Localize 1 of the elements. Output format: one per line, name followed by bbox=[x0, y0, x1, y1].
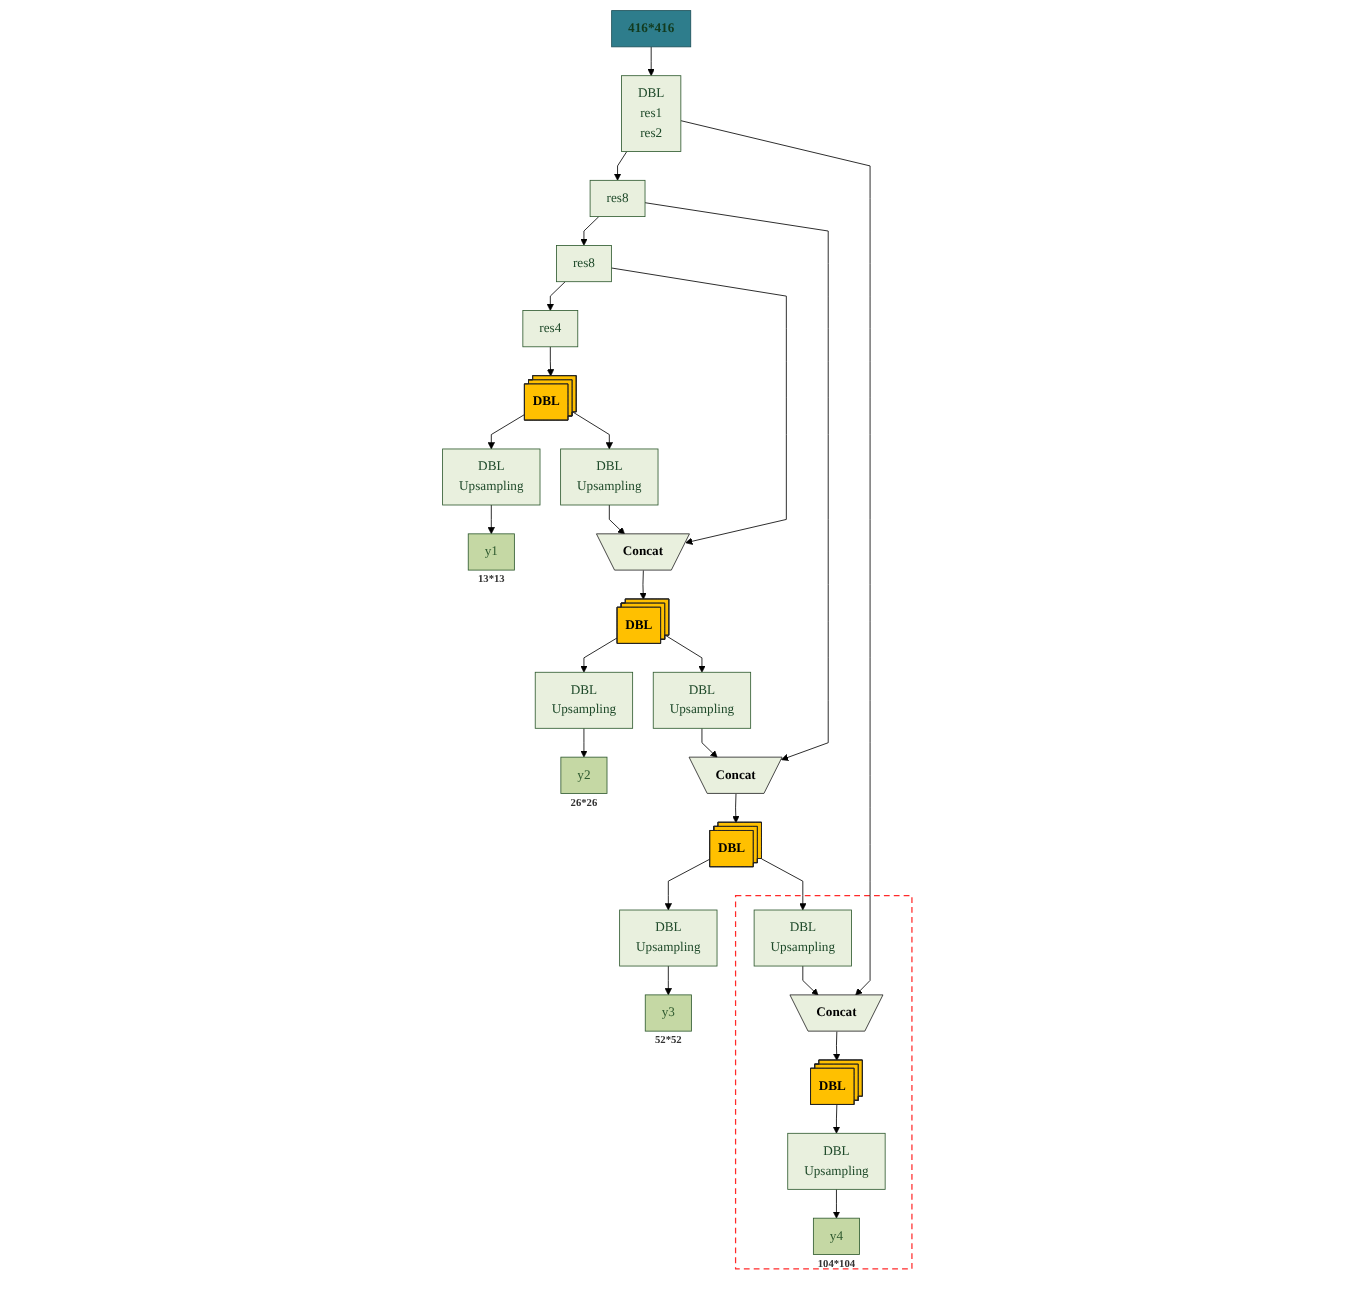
dashed-frame bbox=[735, 895, 914, 1270]
